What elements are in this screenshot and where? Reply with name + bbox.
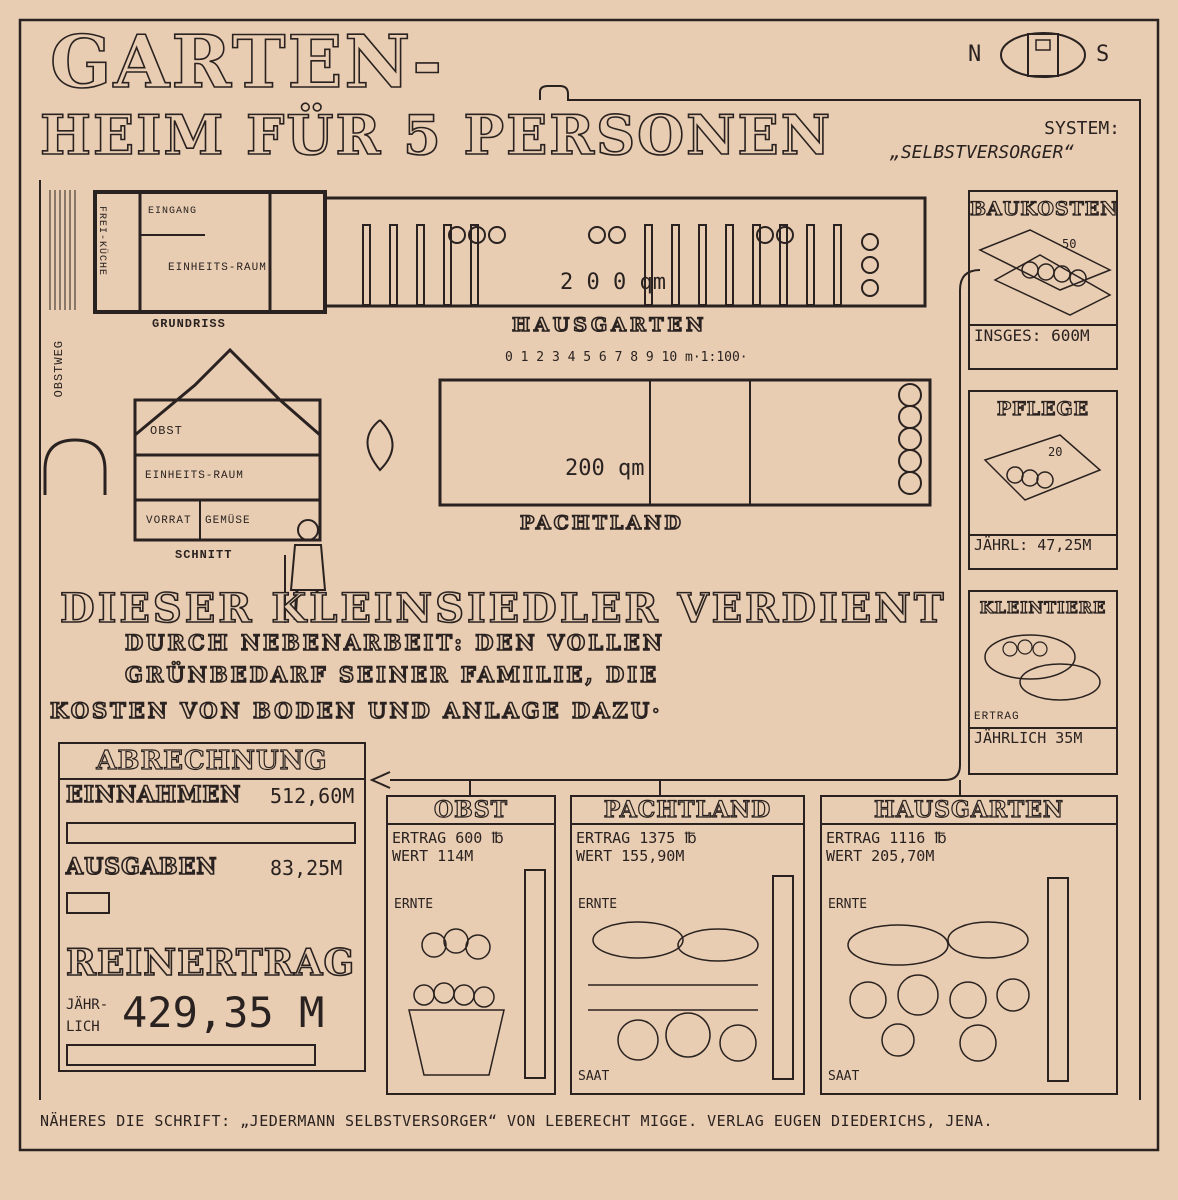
scale-label: 0 1 2 3 4 5 6 7 8 9 10 m·1:100· <box>505 350 748 365</box>
hausgarten-bar <box>1047 877 1069 1082</box>
pachtland-bar <box>772 875 794 1080</box>
baukosten-panel: BAUKOSTEN 50 INSGES: 600M <box>968 190 1118 370</box>
pflege-panel: PFLEGE 20 JÄHRL: 47,25M <box>968 390 1118 570</box>
reinertrag-bar <box>66 1044 316 1066</box>
einnahmen-label: EINNAHMEN <box>65 781 242 809</box>
pachtland-area: 200 qm <box>565 456 645 481</box>
footer-text: NÄHERES DIE SCHRIFT: „JEDERMANN SELBSTVE… <box>40 1112 994 1130</box>
floor-plan <box>49 190 927 314</box>
kleintiere-ertrag: ERTRAG <box>974 711 1020 723</box>
hausgarten-panel-title: HAUSGARTEN <box>822 796 1116 825</box>
einheitsraum-label: EINHEITS-RAUM <box>168 262 267 274</box>
money-notes-icon: 50 <box>978 229 1112 316</box>
pachtland-panel-title: PACHTLAND <box>572 796 803 825</box>
reinertrag-label: REINERTRAG <box>65 941 356 985</box>
garden-produce-icon <box>847 921 1030 1062</box>
pachtland-wert: WERT 155,90M <box>576 847 685 865</box>
reinertrag-value: 429,35 M <box>122 988 325 1037</box>
logo: N S <box>968 30 1118 80</box>
obst-title: OBST <box>388 796 554 825</box>
logo-left: N <box>968 42 982 67</box>
schnitt-label: SCHNITT <box>175 548 233 562</box>
einnahmen-value: 512,60M <box>270 784 355 808</box>
pachtland-label: PACHTLAND <box>519 511 684 535</box>
einnahmen-bar <box>66 822 356 844</box>
fruit-basket-icon <box>408 928 505 1076</box>
pflege-value: JÄHRL: 47,25M <box>970 534 1116 554</box>
pachtland-saat: SAAT <box>578 1069 610 1084</box>
abrechnung-title: ABRECHNUNG <box>60 744 364 780</box>
ausgaben-bar <box>66 892 110 914</box>
title-line1: GARTEN- <box>49 19 445 104</box>
house-emblem-icon <box>1000 32 1086 78</box>
title-line2: HEIM FÜR 5 PERSONEN <box>39 102 833 168</box>
settler-figure-icon <box>284 519 327 623</box>
kleintiere-title: KLEINTIERE <box>979 597 1107 617</box>
hausgarten-area: 2 0 0 qm <box>560 270 666 295</box>
system-value: „SELBSTVERSORGER“ <box>890 142 1075 163</box>
kleintiere-value: JÄHRLICH 35M <box>970 727 1116 747</box>
eingang-label: EINGANG <box>148 206 198 217</box>
section-vorrat: VORRAT <box>146 515 192 527</box>
section-gemuese: GEMÜSE <box>205 515 251 527</box>
vegetables-icon <box>588 921 759 1062</box>
freikueche-label: FREI-KÜCHE <box>96 206 107 277</box>
ausgaben-label: AUSGABEN <box>65 853 218 881</box>
section-einheitsraum: EINHEITS-RAUM <box>145 470 244 482</box>
baukosten-value: INSGES: 600M <box>970 324 1116 345</box>
pachtland-ertrag: ERTRAG 1375 ℔ <box>576 829 697 847</box>
hausgarten-ernte: ERNTE <box>828 897 868 912</box>
pachtland-ernte: ERNTE <box>578 897 618 912</box>
obst-ernte: ERNTE <box>394 897 434 912</box>
headline-line4: KOSTEN VON BODEN UND ANLAGE DAZU· <box>49 697 663 724</box>
baukosten-note: 50 <box>1062 237 1076 251</box>
pachtland-panel: PACHTLAND ERTRAG 1375 ℔ WERT 155,90M ERN… <box>570 795 805 1095</box>
hausgarten-saat: SAAT <box>828 1069 860 1084</box>
pflege-note: 20 <box>1048 445 1062 459</box>
section-drawing <box>43 347 322 542</box>
logo-right: S <box>1096 42 1110 67</box>
obst-panel: OBST ERTRAG 600 ℔ WERT 114M ERNTE <box>386 795 556 1095</box>
headline-line2: DURCH NEBENARBEIT: DEN VOLLEN <box>124 629 665 656</box>
poultry-basket-icon <box>984 634 1101 701</box>
hausgarten-ertrag: ERTRAG 1116 ℔ <box>826 829 947 847</box>
section-obst: OBST <box>150 424 183 438</box>
grundriss-label: GRUNDRISS <box>152 317 226 331</box>
hausgarten-panel: HAUSGARTEN ERTRAG 1116 ℔ WERT 205,70M ER… <box>820 795 1118 1095</box>
obst-bar <box>524 869 546 1079</box>
baukosten-title: BAUKOSTEN <box>969 197 1119 220</box>
system-label: SYSTEM: <box>1044 118 1120 139</box>
obst-ertrag: ERTRAG 600 ℔ <box>392 829 504 847</box>
headline-line3: GRÜNBEDARF SEINER FAMILIE, DIE <box>124 661 660 688</box>
pflege-title: PFLEGE <box>996 397 1090 420</box>
money-notes-icon: 20 <box>983 434 1102 501</box>
pachtland-field <box>366 378 932 507</box>
kleintiere-panel: KLEINTIERE ERTRAG JÄHRLICH 35M <box>968 590 1118 775</box>
hausgarten-label: HAUSGARTEN <box>511 313 708 337</box>
ausgaben-value: 83,25M <box>270 856 343 880</box>
obst-wert: WERT 114M <box>392 847 474 865</box>
hausgarten-wert: WERT 205,70M <box>826 847 935 865</box>
abrechnung-panel: ABRECHNUNG EINNAHMEN 512,60M AUSGABEN 83… <box>58 742 366 1072</box>
jaehrlich-label: JÄHR-LICH <box>66 997 109 1035</box>
headline-line1: DIESER KLEINSIEDLER VERDIENT <box>59 584 947 633</box>
